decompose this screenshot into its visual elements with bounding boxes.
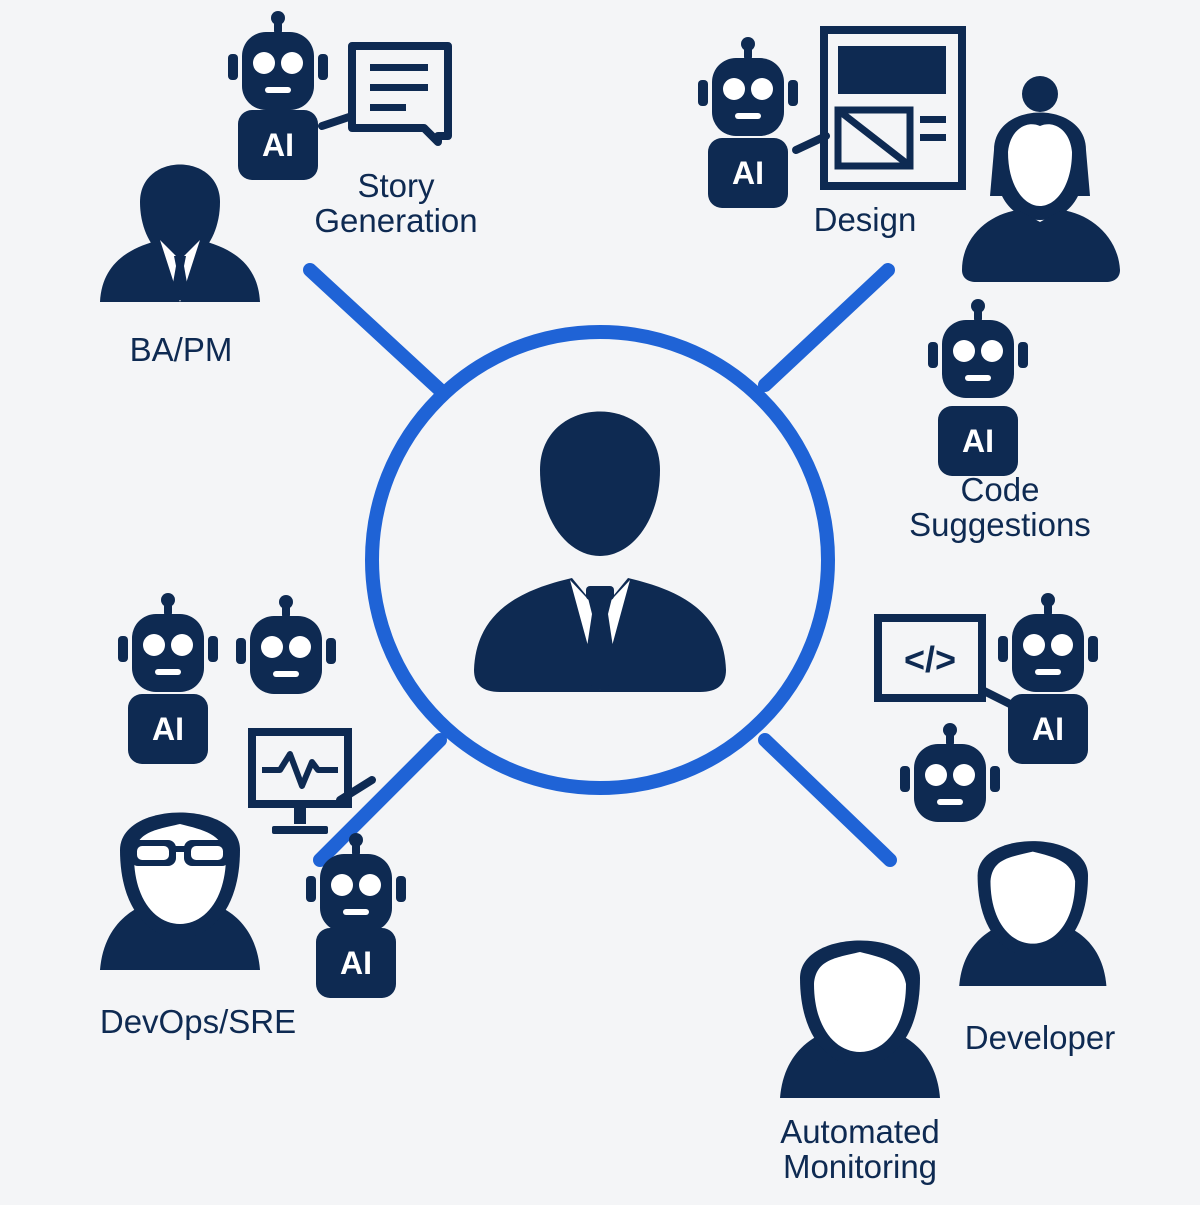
robot-icon [900, 723, 1000, 822]
robot-icon: AI [928, 299, 1028, 476]
code-suggestions-label: Code Suggestions [890, 472, 1110, 542]
connector-lines [303, 263, 897, 867]
connector-top-right [758, 263, 895, 392]
code-window-icon: </> [874, 614, 1014, 708]
manager-person-icon [474, 411, 726, 692]
code-symbol: </> [904, 639, 956, 680]
central-circle [365, 325, 835, 795]
designer-person-icon [962, 76, 1120, 282]
robot-icon: AI [698, 37, 798, 208]
story-generation-line-1: Story [357, 167, 435, 204]
ai-badge-label: AI [262, 127, 294, 163]
code-suggestions-line-2: Suggestions [909, 506, 1091, 543]
robot-icon: AI [306, 833, 406, 998]
code-suggestions-line-1: Code [960, 471, 1040, 508]
robot-icon [236, 595, 336, 694]
design-label: Design [813, 201, 917, 238]
automated-monitoring-line-1: Automated [780, 1113, 940, 1150]
ai-badge-label: AI [732, 155, 764, 191]
ai-badge-label: AI [152, 711, 184, 747]
robot-icon: AI [998, 593, 1098, 764]
developer-person-icon [959, 841, 1107, 986]
connector-bottom-left [313, 733, 447, 867]
heartbeat-monitor-icon [248, 728, 376, 834]
ba-pm-label: BA/PM [129, 331, 233, 368]
automated-monitoring-label: Automated Monitoring [760, 1114, 960, 1184]
devops-sre-label: DevOps/SRE [99, 1003, 297, 1040]
ai-badge-label: AI [962, 423, 994, 459]
story-generation-label: Story Generation [300, 168, 492, 238]
ai-badge-label: AI [340, 945, 372, 981]
robot-icon: AI [118, 593, 218, 764]
chat-bubble-icon [318, 42, 452, 146]
ai-badge-label: AI [1032, 711, 1064, 747]
developer-label: Developer [964, 1019, 1116, 1056]
ba-pm-person-icon [100, 164, 260, 302]
automated-monitoring-line-2: Monitoring [782, 1148, 938, 1185]
connector-top-left [303, 263, 447, 397]
robot-icon: AI [228, 11, 328, 180]
connector-bottom-right [758, 733, 897, 867]
monitoring-person-icon [780, 940, 940, 1098]
story-generation-line-2: Generation [314, 202, 478, 239]
wireframe-document-icon [792, 26, 966, 190]
devops-person-icon [100, 812, 260, 970]
